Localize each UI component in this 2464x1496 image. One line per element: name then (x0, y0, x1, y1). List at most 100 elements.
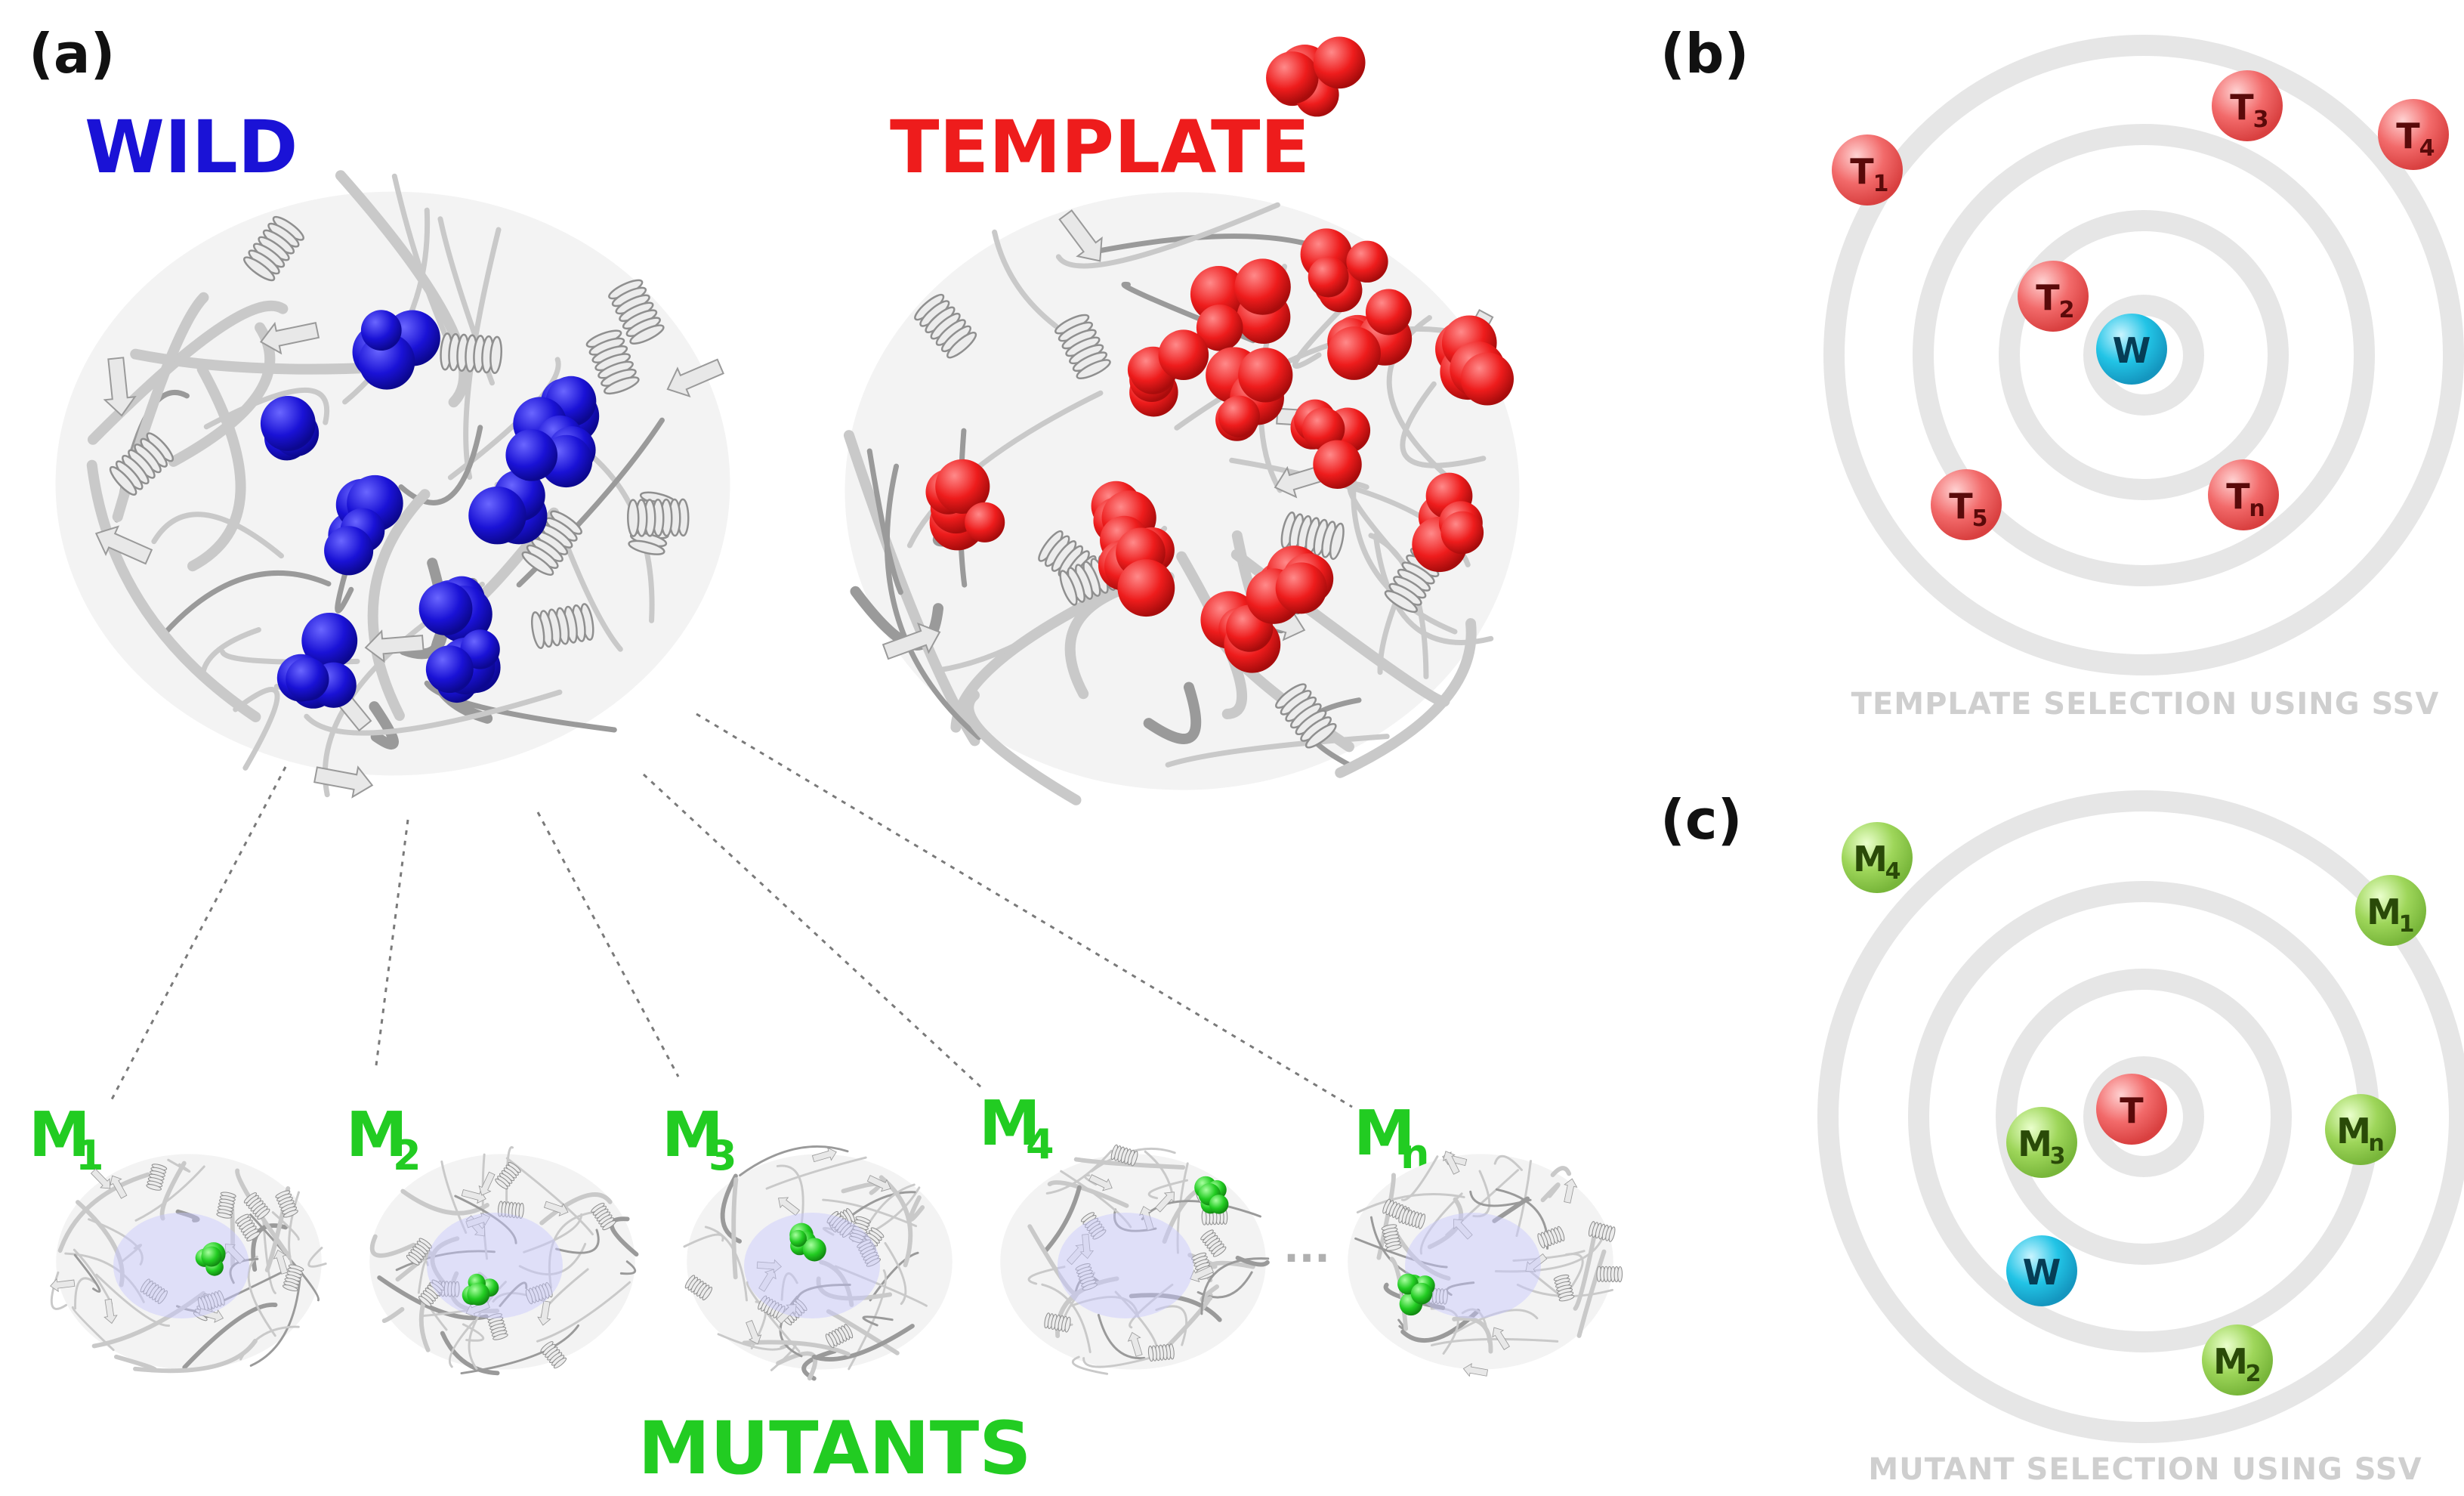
protein-helix (275, 1190, 298, 1218)
helix-turn (282, 1284, 298, 1292)
node-m1-letter: M (2367, 892, 2401, 932)
node-t4: T 4 (2378, 99, 2449, 170)
node-m2-circle (2202, 1324, 2273, 1396)
protein-ribbon (175, 1209, 200, 1222)
protein-ribbon (1044, 1185, 1082, 1253)
template-residue-cluster (1327, 289, 1413, 380)
protein-helix (825, 1324, 854, 1349)
helix-turn (283, 1210, 298, 1218)
protein-ribbon (555, 1229, 600, 1254)
mutants-title: MUTANTS (638, 1406, 1032, 1491)
mutant-ghost-overlay (113, 1213, 249, 1318)
protein-ribbon (417, 1260, 429, 1294)
protein-helix (109, 432, 174, 496)
helix-turn (1212, 1246, 1227, 1257)
residue-sphere (1209, 1195, 1229, 1214)
node-t1: T 1 (1832, 134, 1903, 206)
protein-ribbon (1155, 1305, 1188, 1346)
node-mn-letter: M (2336, 1111, 2371, 1151)
protein-ribbon (1147, 1179, 1188, 1200)
protein-ribbon (1356, 1193, 1465, 1214)
node-t2-subscript: 2 (2059, 297, 2075, 323)
helix-turn (495, 1178, 508, 1190)
mutant-m3-subscript: 3 (709, 1132, 737, 1179)
protein-ribbon (440, 1161, 468, 1234)
beta-sheet-arrow (1492, 1327, 1510, 1350)
residue-sphere (935, 459, 990, 514)
mutant-label-m4: M 4 (979, 1088, 1054, 1168)
beta-sheet-arrow (103, 357, 137, 417)
beta-sheet-arrow (882, 622, 941, 660)
protein-helix (235, 1213, 261, 1241)
node-mn: M n (2325, 1094, 2396, 1165)
beta-sheet-arrow (1088, 1174, 1113, 1192)
mutant-protein-m3 (683, 1145, 953, 1381)
connector-m2 (375, 819, 409, 1066)
mutant-residue-cluster (1194, 1176, 1229, 1214)
helix-turn (1418, 1213, 1426, 1229)
node-tn: T n (2208, 459, 2279, 530)
helix-turn (418, 1296, 432, 1307)
protein-ribbon (848, 1191, 916, 1219)
protein-ribbon (816, 1276, 893, 1301)
residue-sphere (965, 502, 1005, 542)
protein-ribbon (1143, 682, 1202, 744)
node-m4-subscript: 4 (1885, 858, 1901, 885)
protein-ribbon (731, 1177, 739, 1280)
beta-sheet-arrow (1079, 1234, 1095, 1260)
mutant-m2-letter: M (346, 1099, 408, 1171)
protein-helix (684, 1275, 713, 1301)
protein-ribbon (304, 689, 563, 736)
protein-ribbon (1576, 1249, 1607, 1338)
helix-turn (1608, 1226, 1616, 1242)
node-t4-letter: T (2396, 116, 2420, 156)
helix-turn (525, 1289, 533, 1305)
helix-turn (257, 1208, 270, 1220)
protein-ribbon (869, 1251, 919, 1302)
protein-ribbon (1540, 1182, 1561, 1203)
protein-helix (1110, 1144, 1138, 1167)
residue-sphere (1327, 326, 1381, 380)
mutant-m4-subscript: 4 (1026, 1120, 1054, 1168)
protein-ribbon (367, 489, 431, 722)
protein-ribbon (239, 1325, 300, 1361)
beta-sheet-arrow (1564, 1178, 1578, 1204)
helix-turn (628, 539, 665, 555)
helix-turn (1558, 1294, 1575, 1302)
wild-residue-cluster (276, 612, 358, 709)
protein-ribbon (1452, 1315, 1493, 1354)
beta-sheet-arrow (1138, 1206, 1154, 1231)
connector-mn (696, 712, 1353, 1108)
protein-ribbon (848, 1269, 887, 1371)
protein-helix (521, 510, 582, 576)
residue-sphere (1410, 1282, 1433, 1305)
protein-helix (243, 1192, 270, 1220)
node-t5-subscript: 5 (1972, 505, 1988, 532)
protein-backdrop (1348, 1154, 1613, 1370)
protein-ribbon (1097, 1313, 1146, 1359)
node-t3-letter: T (2230, 87, 2254, 128)
mutant-ghost-overlay (744, 1213, 880, 1318)
node-w-b-letter: W (2113, 330, 2151, 371)
protein-ribbon (203, 387, 330, 430)
node-tn-subscript: n (2249, 496, 2265, 522)
node-t3-subscript: 3 (2253, 107, 2269, 133)
wild-title: WILD (85, 105, 298, 190)
node-m4-letter: M (1853, 839, 1888, 879)
wild-residue-cluster (425, 629, 501, 703)
node-t3-circle (2212, 70, 2283, 141)
protein-ribbon (74, 1277, 97, 1310)
node-w-b-circle (2096, 314, 2167, 385)
protein-ribbon (71, 1306, 115, 1352)
beta-sheet-arrow (224, 1244, 245, 1264)
residue-sphere (1196, 304, 1243, 351)
helix-turn (489, 335, 502, 375)
residue-sphere (260, 396, 316, 451)
mutant-m1-subscript: 1 (76, 1132, 104, 1179)
protein-ribbon (119, 1244, 143, 1264)
node-t1-letter: T (1850, 151, 1874, 192)
protein-ribbon (440, 1331, 500, 1376)
protein-ribbon (1113, 1208, 1157, 1232)
protein-helix (243, 215, 304, 282)
